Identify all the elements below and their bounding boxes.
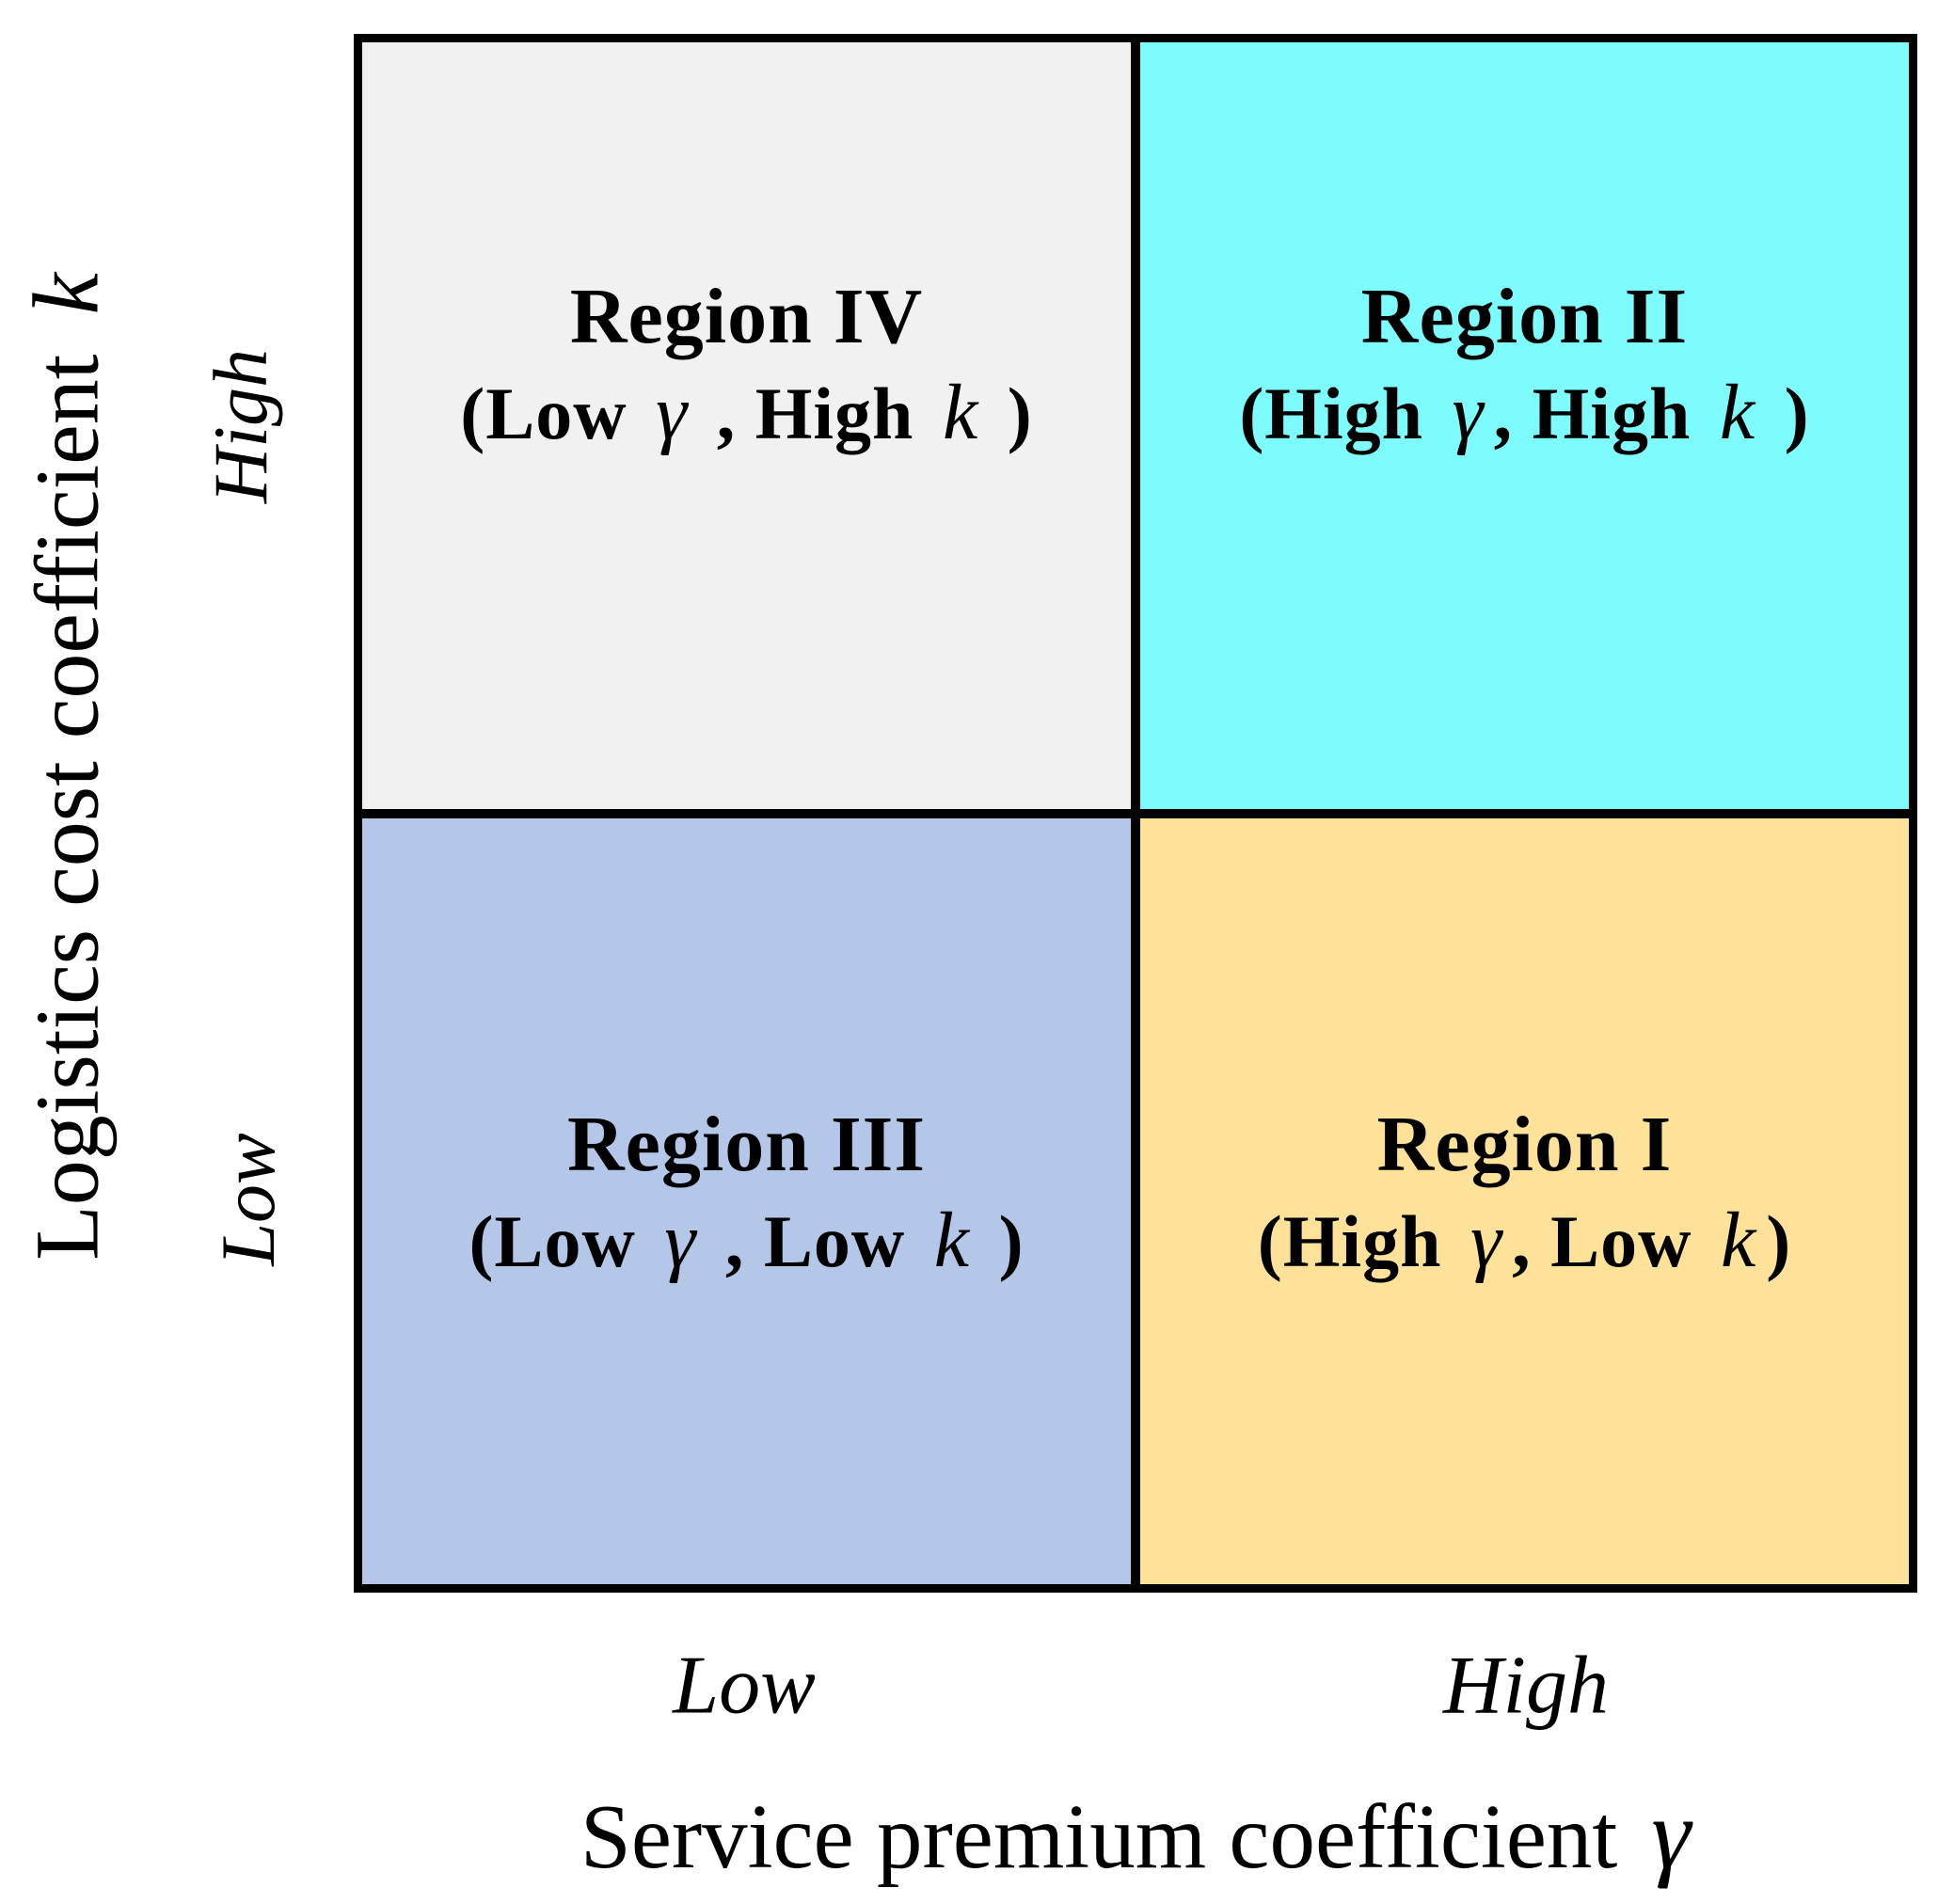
- gamma-symbol: γ: [1452, 369, 1485, 456]
- x-axis-tick-high: High: [1443, 1640, 1609, 1732]
- quadrant-region-ii: Region II (High γ, High k ): [1136, 42, 1909, 814]
- region-ii-sub-post: ): [1765, 373, 1810, 454]
- region-i-sub-pre: (High: [1257, 1199, 1461, 1282]
- y-axis-tick-high: High: [198, 349, 283, 503]
- region-ii-title: Region II: [1360, 273, 1689, 360]
- k-symbol: k: [942, 369, 979, 456]
- y-axis-title-text: Logistics cost coefficient: [16, 354, 118, 1261]
- region-iv-sub-mid: , High: [697, 373, 933, 454]
- region-iii-title: Region III: [566, 1100, 927, 1188]
- x-axis-tick-low: Low: [673, 1640, 816, 1732]
- gamma-symbol: γ: [664, 1196, 697, 1284]
- y-axis-title: Logistics cost coefficient k: [12, 273, 120, 1261]
- quadrant-region-iv: Region IV (Low γ , High k ): [362, 42, 1136, 814]
- plot-area: Region IV (Low γ , High k ) Region II (H…: [354, 34, 1917, 1593]
- y-axis-symbol-k: k: [13, 273, 119, 315]
- x-axis-title: Service premium coefficient γ: [580, 1777, 1691, 1892]
- region-iii-sub-pre: (Low: [469, 1199, 656, 1282]
- region-iv-title: Region IV: [569, 273, 924, 360]
- region-i-sub-post: ): [1766, 1199, 1792, 1282]
- region-ii-sub-pre: (High: [1239, 373, 1443, 454]
- region-iii-sub-post: ): [979, 1199, 1025, 1282]
- gamma-symbol: γ: [1469, 1196, 1503, 1284]
- region-iii-sub-mid: , Low: [706, 1199, 925, 1282]
- k-symbol: k: [933, 1196, 971, 1284]
- quadrant-region-i: Region I (High γ, Low k): [1136, 813, 1909, 1584]
- k-symbol: k: [1720, 1196, 1757, 1284]
- region-i-title: Region I: [1376, 1100, 1673, 1188]
- y-axis-tick-low: Low: [205, 1133, 291, 1266]
- gamma-symbol: γ: [656, 369, 689, 456]
- region-i-sub-mid: , Low: [1512, 1199, 1711, 1282]
- region-ii-sub-mid: , High: [1493, 373, 1710, 454]
- k-symbol: k: [1719, 369, 1756, 456]
- x-axis-symbol-gamma: γ: [1651, 1779, 1692, 1889]
- region-iv-subtitle: (Low γ , High k ): [460, 373, 1032, 452]
- x-axis-title-text: Service premium coefficient: [580, 1786, 1618, 1887]
- region-iv-sub-post: ): [988, 373, 1033, 454]
- quadrant-region-iii: Region III (Low γ , Low k ): [362, 813, 1136, 1584]
- region-ii-subtitle: (High γ, High k ): [1239, 373, 1809, 452]
- region-iii-subtitle: (Low γ , Low k ): [469, 1199, 1025, 1282]
- region-i-subtitle: (High γ, Low k): [1257, 1199, 1792, 1282]
- region-iv-sub-pre: (Low: [460, 373, 647, 454]
